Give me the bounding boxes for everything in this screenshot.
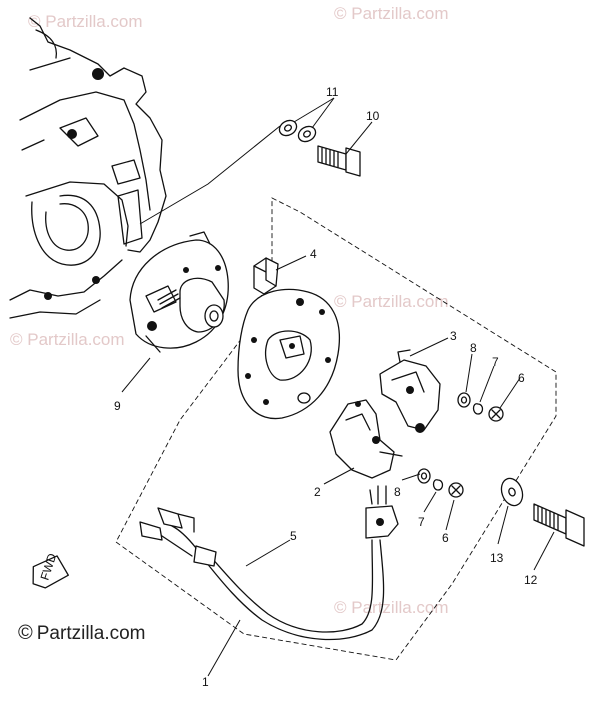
brush-4-drawing (253, 257, 279, 295)
callout-9: 9 (114, 399, 121, 413)
copyright-symbol: © (18, 622, 33, 644)
starter-9-drawing (129, 231, 229, 353)
watermark-top-right: © Partzilla.com (334, 4, 449, 23)
fwd-arrow: FWD (32, 551, 69, 589)
callout-3: 3 (450, 329, 457, 343)
callout-12: 12 (524, 573, 538, 587)
bolt-12-drawing (533, 503, 585, 547)
watermark-bottom-text: Partzilla.com (36, 623, 146, 644)
harness-5-drawing (139, 485, 399, 641)
callout-8-upper: 8 (470, 341, 477, 355)
callout-13: 13 (490, 551, 504, 565)
callout-6-upper: 6 (518, 371, 525, 385)
callout-6-lower: 6 (442, 531, 449, 545)
leader-crankcase-to-bolt (139, 125, 281, 225)
watermark-bottom-left: ©Partzilla.com (18, 622, 146, 645)
callout-11: 11 (326, 85, 339, 99)
washer-11-drawing (278, 119, 317, 143)
callout-5: 5 (290, 529, 297, 543)
callout-10: 10 (366, 109, 380, 123)
hardware-upper-drawing (457, 392, 504, 422)
washer-13-drawing (500, 477, 524, 507)
points-3-drawing (379, 349, 441, 433)
points-2-drawing (329, 399, 403, 479)
callout-7-upper: 7 (492, 355, 499, 369)
leader-lines (121, 97, 555, 677)
bolt-10-drawing (317, 145, 361, 177)
watermark-mid-left: © Partzilla.com (10, 330, 125, 349)
watermark-top-left: © Partzilla.com (28, 12, 143, 31)
callouts: 11 10 4 3 8 7 6 9 2 8 7 6 5 13 12 1 (114, 85, 538, 689)
crankcase-drawing (9, 17, 167, 319)
callout-4: 4 (310, 247, 317, 261)
callout-7-lower: 7 (418, 515, 425, 529)
callout-2: 2 (314, 485, 321, 499)
callout-1: 1 (202, 675, 209, 689)
stator-plate-drawing (237, 288, 340, 420)
watermark-bottom-right: © Partzilla.com (334, 598, 449, 617)
hardware-lower-drawing (417, 468, 464, 498)
watermark-mid-right: © Partzilla.com (334, 292, 449, 311)
callout-8-lower: 8 (394, 485, 401, 499)
